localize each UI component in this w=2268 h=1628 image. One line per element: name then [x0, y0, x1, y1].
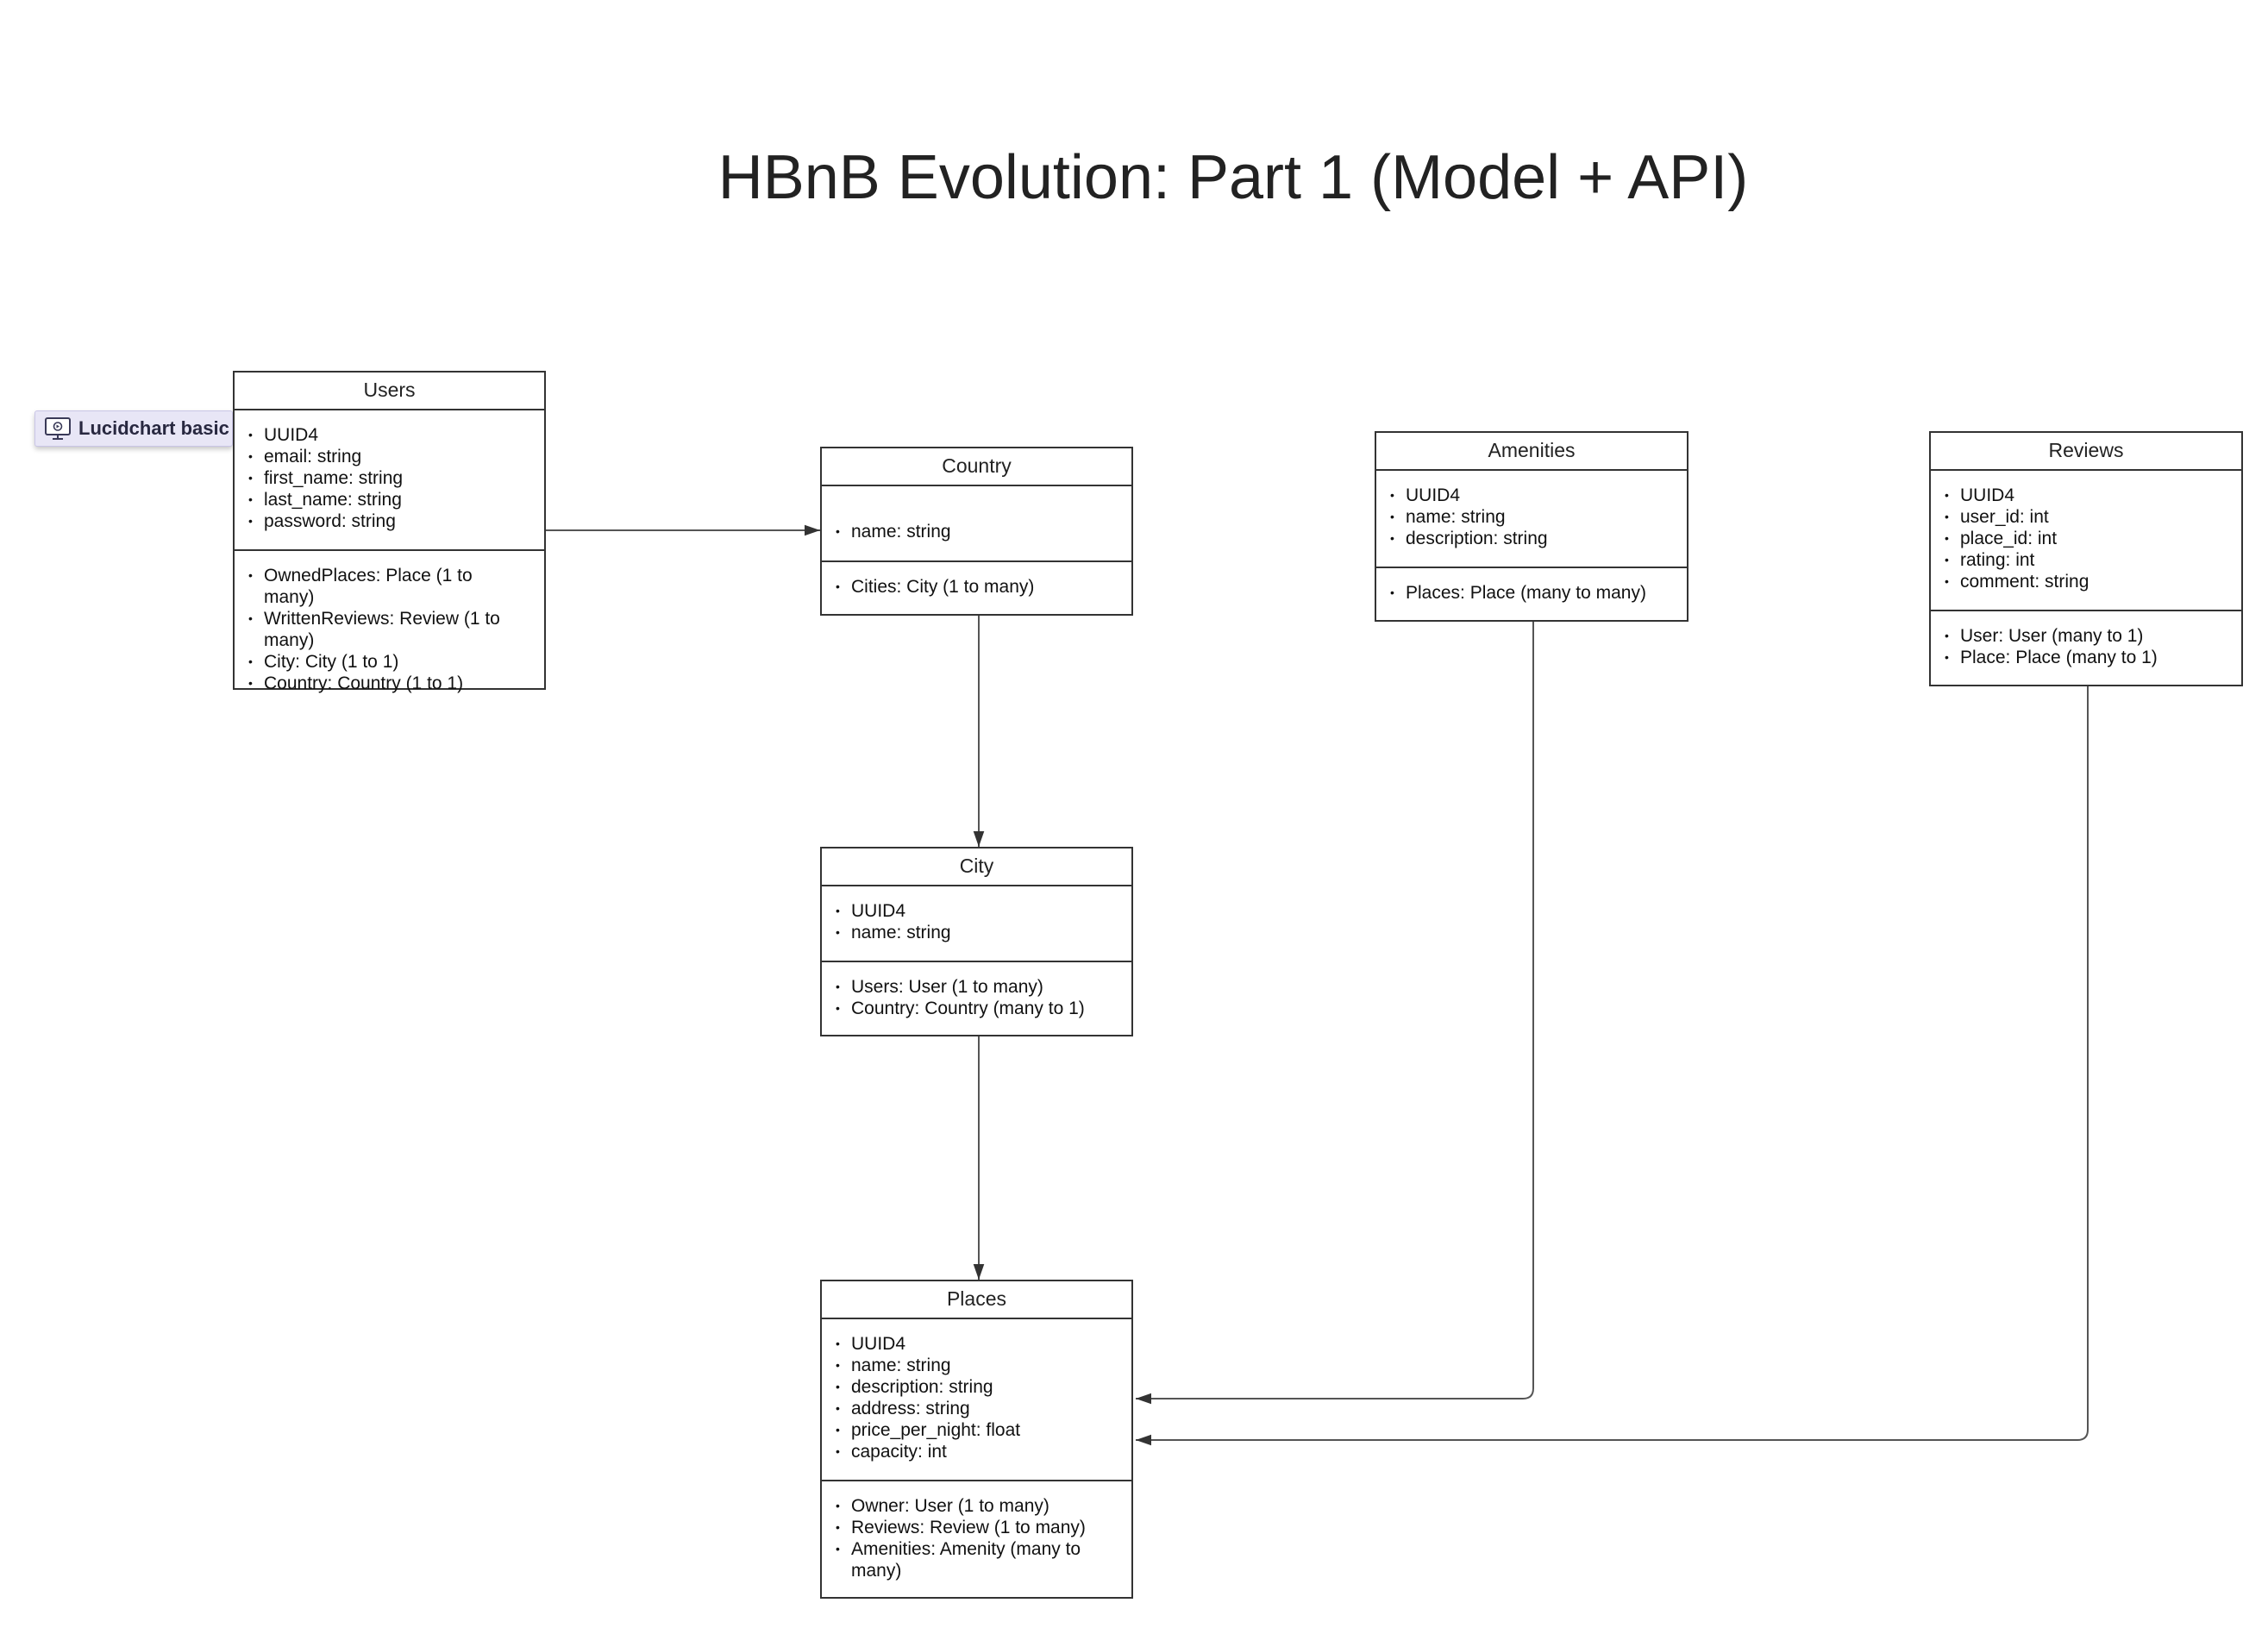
attribute-item: user_id: int: [1943, 506, 2224, 528]
relation-item: Country: Country (1 to 1): [247, 673, 527, 694]
attribute-item: password: string: [247, 510, 527, 532]
class-country[interactable]: Country name: string Cities: City (1 to …: [820, 447, 1133, 616]
monitor-icon: [45, 417, 71, 440]
class-city-name: City: [822, 848, 1131, 886]
attribute-item: UUID4: [247, 424, 527, 446]
connector-amenities-places: [1136, 622, 1534, 1405]
relation-item: WrittenReviews: Review (1 to many): [247, 608, 527, 651]
attribute-item: description: string: [834, 1376, 1114, 1398]
attribute-item: UUID4: [834, 900, 1114, 922]
class-users-name: Users: [235, 373, 544, 410]
class-users-attributes: UUID4 email: string first_name: string l…: [235, 410, 544, 551]
class-city[interactable]: City UUID4 name: string Users: User (1 t…: [820, 847, 1133, 1036]
relation-item: City: City (1 to 1): [247, 651, 527, 673]
relation-item: Places: Place (many to many): [1388, 582, 1670, 604]
attribute-item: name: string: [834, 521, 1114, 542]
attribute-item: place_id: int: [1943, 528, 2224, 549]
attribute-item: name: string: [834, 922, 1114, 943]
connector-reviews-places: [1136, 686, 2089, 1446]
class-users[interactable]: Users UUID4 email: string first_name: st…: [233, 371, 546, 694]
attribute-item: address: string: [834, 1398, 1114, 1419]
attribute-item: rating: int: [1943, 549, 2224, 571]
class-reviews-attributes: UUID4 user_id: int place_id: int rating:…: [1931, 471, 2241, 611]
class-reviews-name: Reviews: [1931, 433, 2241, 471]
attribute-item: UUID4: [1943, 485, 2224, 506]
class-country-name: Country: [822, 448, 1131, 486]
class-places-relations: Owner: User (1 to many) Reviews: Review …: [822, 1481, 1131, 1592]
class-users-relations: OwnedPlaces: Place (1 to many) WrittenRe…: [235, 551, 544, 704]
relation-item: Reviews: Review (1 to many): [834, 1517, 1114, 1538]
attribute-item: UUID4: [1388, 485, 1670, 506]
attribute-item: name: string: [834, 1355, 1114, 1376]
relation-item: Amenities: Amenity (many to many): [834, 1538, 1114, 1581]
attribute-item: last_name: string: [247, 489, 527, 510]
class-amenities-attributes: UUID4 name: string description: string: [1376, 471, 1687, 568]
attribute-item: UUID4: [834, 1333, 1114, 1355]
class-amenities[interactable]: Amenities UUID4 name: string description…: [1375, 431, 1688, 622]
attribute-item: comment: string: [1943, 571, 2224, 592]
attribute-item: price_per_night: float: [834, 1419, 1114, 1441]
class-city-attributes: UUID4 name: string: [822, 886, 1131, 962]
class-places-attributes: UUID4 name: string description: string a…: [822, 1319, 1131, 1481]
relation-item: Owner: User (1 to many): [834, 1495, 1114, 1517]
class-places[interactable]: Places UUID4 name: string description: s…: [820, 1280, 1133, 1599]
class-country-attributes: name: string: [822, 486, 1131, 562]
attribute-item: email: string: [247, 446, 527, 467]
class-amenities-relations: Places: Place (many to many): [1376, 568, 1687, 614]
class-reviews[interactable]: Reviews UUID4 user_id: int place_id: int…: [1929, 431, 2243, 686]
class-places-name: Places: [822, 1281, 1131, 1319]
class-amenities-name: Amenities: [1376, 433, 1687, 471]
relation-item: Cities: City (1 to many): [834, 576, 1114, 598]
class-reviews-relations: User: User (many to 1) Place: Place (man…: [1931, 611, 2241, 679]
lucidchart-badge[interactable]: Lucidchart basic: [34, 410, 233, 447]
relation-item: OwnedPlaces: Place (1 to many): [247, 565, 527, 608]
class-city-relations: Users: User (1 to many) Country: Country…: [822, 962, 1131, 1030]
relation-item: Place: Place (many to 1): [1943, 647, 2224, 668]
attribute-item: capacity: int: [834, 1441, 1114, 1462]
attribute-item: first_name: string: [247, 467, 527, 489]
relation-item: Users: User (1 to many): [834, 976, 1114, 998]
diagram-title: HBnB Evolution: Part 1 (Model + API): [717, 143, 1749, 212]
badge-label: Lucidchart basic: [78, 417, 229, 439]
attribute-item: name: string: [1388, 506, 1670, 528]
class-country-relations: Cities: City (1 to many): [822, 562, 1131, 608]
relation-item: Country: Country (many to 1): [834, 998, 1114, 1019]
relation-item: User: User (many to 1): [1943, 625, 2224, 647]
attribute-item: description: string: [1388, 528, 1670, 549]
